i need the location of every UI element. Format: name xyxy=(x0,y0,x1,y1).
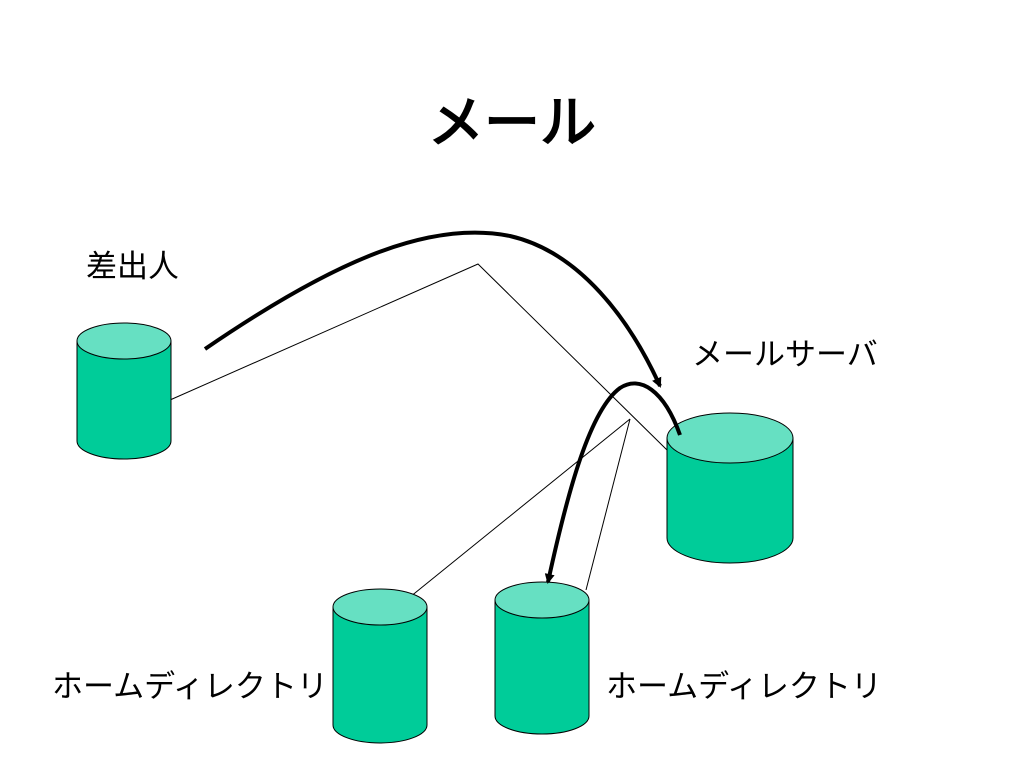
connection-line-home2 xyxy=(585,418,631,591)
home-directory-2-label: ホームディレクトリ xyxy=(606,669,882,705)
flow-arrow-sender-to-server xyxy=(203,230,662,388)
slide-title: メール xyxy=(428,91,596,156)
flow-arrow-server-to-home xyxy=(544,381,682,584)
home-directory-2-cylinder xyxy=(494,581,590,735)
mail-server-label: メールサーバ xyxy=(692,337,878,373)
home-directory-1-cylinder xyxy=(332,588,428,744)
connection-line-sender-server xyxy=(169,263,668,451)
sender-cylinder xyxy=(76,322,172,460)
home-directory-1-label: ホームディレクトリ xyxy=(52,669,328,705)
mail-server-cylinder xyxy=(666,412,794,564)
connection-line-home1 xyxy=(409,418,631,598)
sender-label: 差出人 xyxy=(86,249,179,285)
